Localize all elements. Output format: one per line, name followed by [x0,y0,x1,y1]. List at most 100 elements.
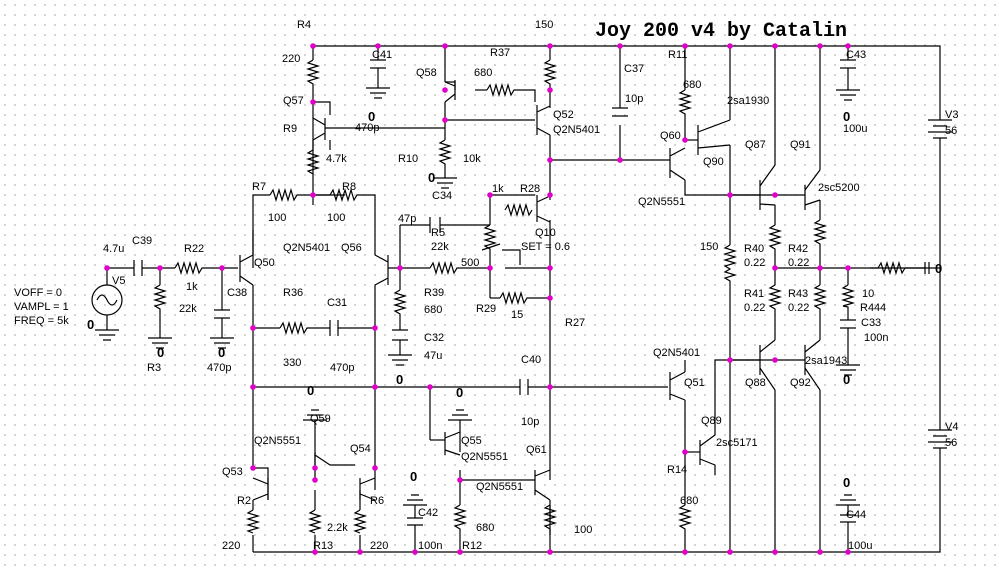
label-pot-value: 500 [461,257,479,269]
resistor-R22 [174,260,205,276]
ground-label: 0 [843,109,850,124]
label-R39-value: 680 [424,304,442,316]
label-R-bottom-value: 100 [574,524,592,536]
cap-C38 [214,309,230,319]
ground-label: 0 [368,109,375,124]
resistor-R37 [486,82,518,98]
resistor-R8 [329,187,360,203]
ground-label: 0 [843,372,850,387]
grounds [95,87,860,506]
schematic-title: Joy 200 v4 by Catalin [595,20,847,43]
resistor-R29 [499,290,528,306]
resistors [152,59,908,535]
label-C5-value: 47p [398,213,416,225]
label-freq: FREQ = 5k [14,315,69,327]
ground-label: 0 [935,261,942,276]
label-R41: R41 [744,288,764,300]
ground-label: 0 [456,385,463,400]
label-R2: R2 [237,495,251,507]
label-C44: C44 [846,509,866,521]
cap-C31 [329,320,339,336]
label-R12: R12 [462,540,482,552]
label-C42-value: 100n [418,540,442,552]
label-Q53-type: Q2N5551 [254,435,301,447]
resistor-R41 [767,284,783,318]
label-R14-value: 680 [680,495,698,507]
label-R4-value: 220 [282,53,300,65]
label-R29-value: 15 [511,309,523,321]
label-Q91: Q91 [790,139,811,151]
label-R29: R29 [476,303,496,315]
resistor-R4 [305,59,321,88]
sources [91,119,952,455]
label-R39: R39 [424,287,444,299]
resistor-R42 [812,219,828,255]
label-C37: C37 [624,63,644,75]
label-C33: C33 [861,317,881,329]
transistors [239,80,821,501]
label-C32-value: 47u [424,350,442,362]
ground-label: 0 [218,345,225,360]
resistor-R43 [812,284,828,318]
pot-wiper [481,243,501,251]
label-Q87: Q87 [745,139,766,151]
label-C39: C39 [132,235,152,247]
resistor-R27 [722,244,738,290]
resistor-R3 [152,284,168,310]
cap-C41 [370,59,386,69]
label-R22-value: 1k [186,281,198,293]
label-C40: C40 [521,354,541,366]
resistor-R12 [452,504,468,535]
resistor-R44 [840,284,856,310]
label-C41-value: 470p [355,122,379,134]
label-C39-value: 4.7u [103,243,124,255]
label-Q60: Q60 [660,130,681,142]
label-R36: R36 [283,287,303,299]
resistor-R5-pot [482,224,498,258]
label-C32: C32 [424,332,444,344]
label-R2-value: 220 [222,540,240,552]
label-R27-value: 150 [700,241,718,253]
label-R22: R22 [184,243,204,255]
label-Q51-type: Q2N5401 [653,347,700,359]
label-R37-value: 680 [474,67,492,79]
label-R9-value: 4.7k [326,153,347,165]
label-Q10: Q10 [535,227,556,239]
label-R6-value: 220 [370,540,388,552]
label-R5-value: 22k [431,241,449,253]
label-Q59: Q59 [310,413,331,425]
label-R8-value: 100 [327,212,345,224]
label-C41: C41 [372,49,392,61]
resistor-R9 [305,149,321,175]
label-C33-value: 100n [864,332,888,344]
ground-label: 0 [157,345,164,360]
label-Q92: Q92 [790,377,811,389]
resistor-R2 [245,509,261,534]
capacitors [133,59,856,526]
label-Q50-type: Q2N5401 [283,242,330,254]
cap-C33 [840,319,856,329]
label-R28: R28 [520,183,540,195]
label-R42: R42 [788,243,808,255]
label-C38: C38 [227,287,247,299]
label-R44-value-a: 10 [862,288,874,300]
cap-C42 [407,517,423,526]
label-R6: R6 [370,495,384,507]
label-R44: R44 [860,302,880,314]
resistor-R150-top [542,59,558,88]
label-R28-value: 1k [492,183,504,195]
junction-dots [104,43,851,555]
cap-C37 [612,107,628,117]
resistor-R6 [352,509,368,534]
cap-C32 [392,329,408,341]
cap-C5 [429,217,441,233]
label-R40: R40 [744,243,764,255]
label-V4: V4 [945,421,958,433]
label-Q53: Q53 [222,466,243,478]
resistor-R-bias [392,289,408,315]
label-C34: C34 [432,190,452,202]
label-Q60-type: Q2N5551 [638,196,685,208]
label-Q58: Q58 [416,67,437,79]
label-R40-value: 0.22 [744,257,765,269]
